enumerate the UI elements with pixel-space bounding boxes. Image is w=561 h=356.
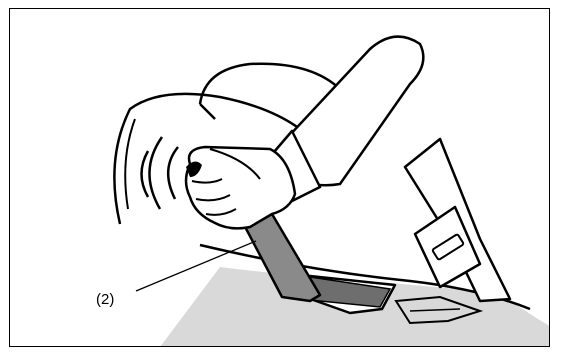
hand-fist (186, 147, 295, 228)
motion-arc-3 (142, 151, 149, 197)
seat-back-side (200, 104, 215, 119)
seatbelt-illustration (10, 9, 550, 347)
figure-frame: (2) (9, 8, 550, 347)
motion-arc-1 (168, 147, 178, 199)
motion-arc-2 (149, 137, 162, 209)
left-arm-inner (125, 119, 135, 209)
callout-label-2: (2) (96, 292, 114, 307)
